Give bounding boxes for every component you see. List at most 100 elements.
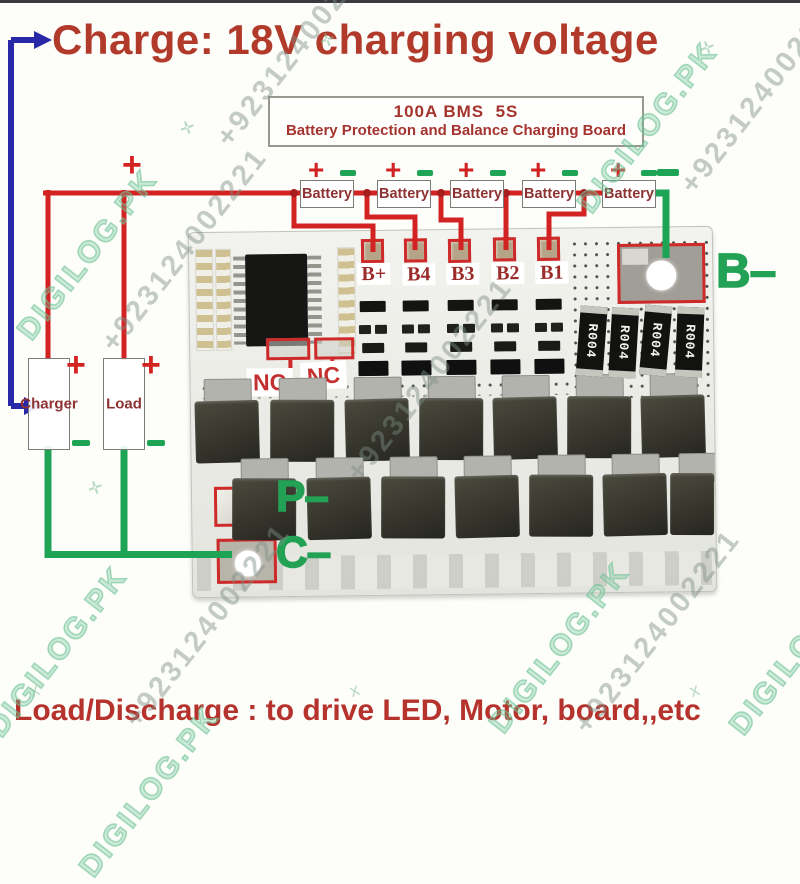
terminal-label: B+	[357, 262, 391, 286]
plus-mark: +	[610, 154, 627, 185]
battery-label: Battery	[379, 186, 429, 202]
ic-pins-left	[233, 256, 247, 345]
battery-label: Battery	[452, 186, 502, 202]
watermark-sparkle: ✛	[696, 36, 718, 61]
cell-pad-highlight	[403, 238, 428, 263]
smd-chip	[359, 300, 386, 313]
smd-chip	[534, 322, 548, 332]
mounting-hole	[646, 260, 677, 291]
cell-balance-group	[399, 290, 434, 395]
smd-chip	[534, 358, 565, 374]
smd-chip	[506, 323, 520, 333]
smd-chip	[550, 322, 564, 332]
shunt-resistor: R004	[674, 306, 705, 378]
cell-balance-group	[444, 290, 479, 395]
smd-chip	[417, 324, 431, 334]
watermark-brand: DIGILOG.PK	[722, 557, 800, 742]
smd-chip	[450, 341, 473, 353]
terminal-label: B2	[491, 262, 525, 285]
board-info-title: 100A BMS 5S	[393, 102, 519, 121]
battery-label: Battery	[524, 186, 574, 202]
battery-label: Battery	[302, 186, 352, 202]
mosfet-package	[602, 472, 668, 537]
cell-pad-highlight	[447, 238, 472, 264]
watermark-sparkle: ✛	[176, 116, 198, 141]
terminal-label: B1	[535, 261, 569, 284]
minus-mark	[562, 170, 578, 176]
cell-pad-highlight	[536, 236, 561, 261]
mosfet-package	[419, 397, 484, 461]
terminal-label: B3	[446, 262, 480, 286]
minus-mark	[641, 170, 657, 176]
watermark-phone: +923124002221	[674, 0, 800, 200]
smd-chip	[494, 341, 517, 352]
battery-label: Battery	[604, 186, 654, 202]
minus-mark	[340, 170, 356, 176]
ic-pins-right	[307, 255, 323, 344]
board-info-box: 100A BMS 5S Battery Protection and Balan…	[268, 96, 644, 147]
load-box: Load	[103, 358, 145, 450]
mosfet-package	[492, 396, 559, 460]
cell-pad-highlight	[492, 237, 517, 262]
main-protection-ic	[245, 253, 309, 347]
cell-balance-group	[532, 289, 567, 394]
photo-top-edge	[0, 0, 800, 3]
smd-chip	[491, 299, 518, 311]
smd-chip	[447, 299, 474, 312]
cell-pad-highlight	[360, 238, 385, 264]
smd-chip	[358, 324, 372, 335]
minus-mark	[147, 440, 165, 446]
charger-box: Charger	[20, 358, 78, 450]
mosfet-package	[381, 476, 446, 539]
watermark-sparkle: ✛	[84, 476, 106, 501]
board-info-subtitle: Battery Protection and Balance Charging …	[285, 122, 627, 139]
smd-chip	[374, 324, 388, 334]
smd-chip	[362, 342, 385, 354]
smd-chip	[446, 359, 477, 376]
charge-voltage-title: Charge: 18V charging voltage	[52, 16, 659, 63]
plus-mark: +	[66, 346, 86, 384]
minus-mark	[490, 170, 506, 176]
mosfet-package	[640, 394, 706, 459]
plus-mark: +	[530, 154, 547, 185]
smd-chip	[490, 359, 521, 375]
c-minus-port-label: C–	[275, 527, 332, 578]
plus-mark: +	[122, 146, 142, 184]
mosfet-package	[454, 474, 520, 539]
cell-balance-group	[356, 291, 391, 396]
mosfet-package	[567, 396, 632, 459]
plus-mark: +	[385, 154, 402, 185]
nc-pad-highlight	[314, 337, 355, 360]
minus-mark	[417, 170, 433, 176]
charger-label: Charger	[20, 395, 78, 413]
smd-chip	[490, 323, 504, 333]
smd-component-column	[214, 248, 233, 351]
smd-chip	[401, 324, 415, 334]
mosfet-package	[344, 398, 411, 462]
mosfet-package	[670, 473, 715, 536]
charge-arrow-line	[8, 37, 36, 409]
mosfet-package	[529, 474, 594, 537]
smd-chip	[405, 342, 428, 353]
smd-component-column	[194, 248, 215, 352]
mounting-hole	[234, 550, 261, 577]
shunt-resistor: R004	[575, 305, 608, 378]
cell-balance-group	[488, 289, 523, 394]
arrow-head	[34, 31, 52, 49]
discharge-caption: Load/Discharge : to drive LED, Motor, bo…	[14, 694, 701, 727]
b-minus-pad-highlight	[616, 242, 706, 304]
load-label: Load	[106, 395, 142, 413]
plus-mark: +	[141, 346, 161, 384]
smd-chip	[446, 323, 460, 334]
smd-chip	[402, 300, 429, 312]
mosfet-package	[194, 399, 261, 464]
terminal-label: B4	[402, 263, 436, 286]
watermark-brand: DIGILOG.PK	[10, 162, 165, 347]
pack-minus-mark	[657, 169, 679, 176]
minus-mark	[72, 440, 90, 446]
smd-chip	[358, 360, 389, 377]
solder-blob	[622, 248, 649, 265]
smd-chip	[535, 298, 562, 310]
p-minus-port-label: P–	[275, 471, 329, 522]
